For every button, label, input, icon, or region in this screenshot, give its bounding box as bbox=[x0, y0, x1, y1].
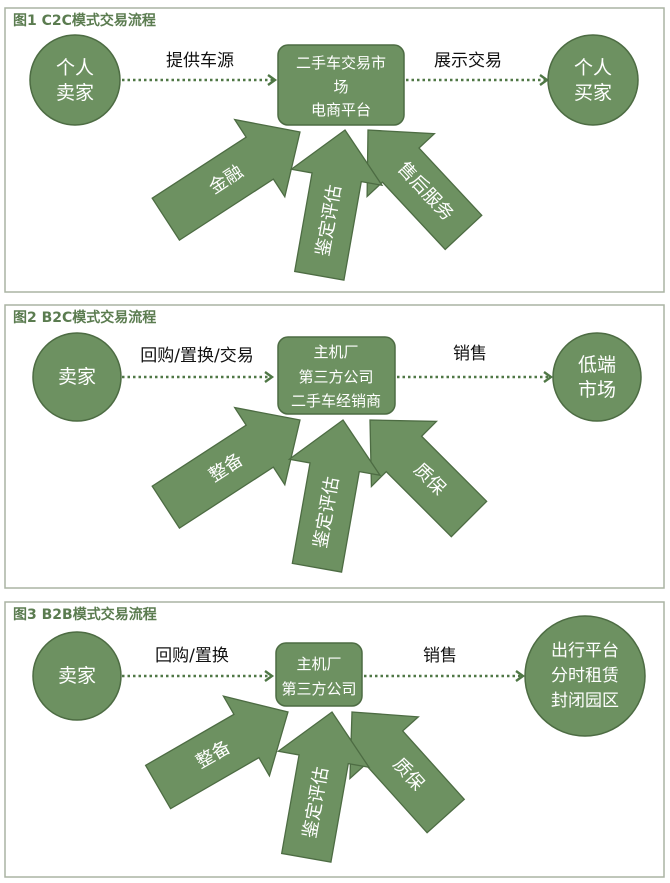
right-flow-arrowhead bbox=[515, 670, 526, 682]
block-arrow-shape bbox=[366, 129, 483, 251]
left-flow-arrow: 回购/置换/交易 bbox=[122, 346, 275, 383]
center-node-line-1: 主机厂 bbox=[296, 655, 341, 673]
right-node-line-3: 封闭园区 bbox=[551, 691, 619, 711]
block-arrow-shape bbox=[289, 129, 384, 281]
right-edge-label: 展示交易 bbox=[434, 51, 502, 71]
support-arrow-middle: 鉴定评估 bbox=[287, 419, 382, 573]
right-flow-arrowhead bbox=[539, 74, 550, 86]
right-flow-arrow: 展示交易 bbox=[406, 51, 550, 86]
left-flow-arrowhead bbox=[264, 371, 275, 383]
panel-title: 图1 C2C模式交易流程 bbox=[13, 12, 156, 29]
panel-b2b: 图3 B2B模式交易流程 卖家 回购/置换 主机厂 第三方公司 销售 出行平台 … bbox=[4, 601, 665, 878]
right-node-circle bbox=[524, 615, 646, 737]
right-node: 出行平台 分时租赁 封闭园区 bbox=[524, 615, 646, 737]
center-node-line-3: 二手车经销商 bbox=[291, 392, 381, 410]
right-node: 个人 买家 bbox=[547, 34, 639, 126]
center-node: 主机厂 第三方公司 二手车经销商 bbox=[277, 336, 396, 415]
right-flow-arrowhead bbox=[543, 371, 554, 383]
right-edge-label: 销售 bbox=[453, 344, 487, 364]
left-node-line-1: 卖家 bbox=[58, 665, 96, 687]
block-arrow-shape bbox=[287, 419, 382, 573]
left-node-circle bbox=[32, 631, 122, 721]
support-arrow-middle: 鉴定评估 bbox=[289, 129, 384, 281]
support-arrow-left: 整备 bbox=[144, 695, 289, 810]
block-arrow-shape bbox=[151, 406, 301, 530]
center-node-box bbox=[275, 642, 363, 707]
left-node-line-1: 卖家 bbox=[58, 366, 96, 388]
right-node-line-1: 低端 bbox=[578, 354, 616, 376]
right-edge-label: 销售 bbox=[423, 646, 457, 666]
left-node-circle bbox=[29, 34, 121, 126]
block-arrow-shape bbox=[276, 711, 371, 863]
left-node: 卖家 bbox=[32, 332, 122, 422]
right-flow-arrow: 销售 bbox=[364, 646, 526, 682]
right-flow-arrow: 销售 bbox=[397, 344, 554, 383]
center-node: 主机厂 第三方公司 bbox=[275, 642, 363, 707]
center-node-box bbox=[277, 336, 396, 415]
left-flow-arrowhead bbox=[264, 670, 275, 682]
center-node-box bbox=[277, 44, 405, 126]
panel-c2c: 图1 C2C模式交易流程 个人 卖家 提供车源 二手车交易市 场 电商平台 展示… bbox=[4, 7, 665, 293]
block-arrow-shape bbox=[369, 419, 488, 538]
left-edge-label: 回购/置换/交易 bbox=[140, 346, 253, 366]
right-node-line-2: 市场 bbox=[578, 379, 616, 401]
panel-title: 图3 B2B模式交易流程 bbox=[13, 606, 157, 623]
right-node-line-2: 分时租赁 bbox=[551, 666, 619, 686]
right-node: 低端 市场 bbox=[552, 332, 642, 422]
support-arrow-right: 质保 bbox=[369, 419, 488, 538]
center-node-line-1: 二手车交易市 bbox=[296, 54, 386, 72]
left-edge-label: 回购/置换 bbox=[155, 646, 229, 666]
right-node-line-2: 买家 bbox=[574, 82, 612, 104]
center-node: 二手车交易市 场 电商平台 bbox=[277, 44, 405, 126]
support-arrow-right: 质保 bbox=[349, 711, 466, 834]
block-arrow-shape bbox=[144, 695, 289, 810]
left-node-line-2: 卖家 bbox=[56, 82, 94, 104]
block-arrow-shape bbox=[349, 711, 466, 834]
right-node-circle bbox=[552, 332, 642, 422]
right-node-circle bbox=[547, 34, 639, 126]
support-arrow-left: 金融 bbox=[151, 118, 301, 242]
left-edge-label: 提供车源 bbox=[166, 51, 234, 71]
left-node: 个人 卖家 bbox=[29, 34, 121, 126]
block-arrow-shape bbox=[151, 118, 301, 242]
panel-title: 图2 B2C模式交易流程 bbox=[13, 309, 156, 326]
support-arrow-left: 整备 bbox=[151, 406, 301, 530]
left-flow-arrowhead bbox=[267, 74, 278, 86]
panel-b2c: 图2 B2C模式交易流程 卖家 回购/置换/交易 主机厂 第三方公司 二手车经销… bbox=[4, 304, 665, 589]
support-arrow-middle: 鉴定评估 bbox=[276, 711, 371, 863]
right-node-line-1: 出行平台 bbox=[551, 641, 619, 661]
center-node-line-1: 主机厂 bbox=[313, 343, 358, 361]
left-node-circle bbox=[32, 332, 122, 422]
center-node-line-2: 第三方公司 bbox=[281, 680, 356, 698]
left-flow-arrow: 回购/置换 bbox=[122, 646, 275, 682]
left-flow-arrow: 提供车源 bbox=[122, 51, 278, 86]
center-node-line-2: 场 bbox=[333, 78, 348, 96]
center-node-line-2: 第三方公司 bbox=[298, 368, 373, 386]
left-node-line-1: 个人 bbox=[56, 57, 94, 79]
center-node-line-3: 电商平台 bbox=[311, 101, 371, 119]
right-node-line-1: 个人 bbox=[574, 57, 612, 79]
left-node: 卖家 bbox=[32, 631, 122, 721]
